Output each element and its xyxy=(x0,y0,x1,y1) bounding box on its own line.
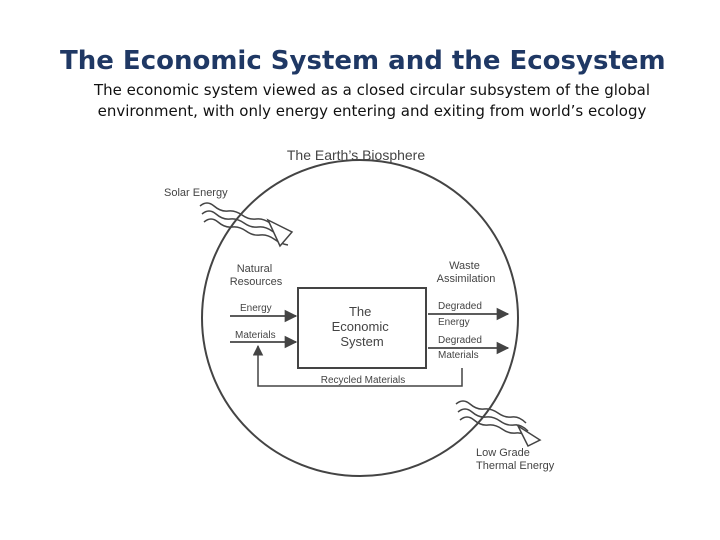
thermal-energy-arrow xyxy=(455,400,542,448)
solar-energy-label: Solar Energy xyxy=(164,187,228,199)
recycled-materials-arrow xyxy=(252,344,463,387)
waste-assimilation-label: Waste Assimilation xyxy=(437,260,496,285)
economic-system-label: The Economic System xyxy=(332,304,393,349)
solar-energy-arrow xyxy=(199,202,294,248)
degraded-energy-label: Degraded Energy xyxy=(438,301,485,328)
economic-system-box xyxy=(297,287,427,369)
biosphere-circle xyxy=(201,159,519,477)
energy-input-label: Energy xyxy=(240,303,272,314)
natural-resources-label: Natural Resources xyxy=(230,263,283,288)
thermal-energy-label: Low Grade Thermal Energy xyxy=(476,447,555,472)
slide-subtitle: The economic system viewed as a closed c… xyxy=(93,81,650,120)
materials-input-label: Materials xyxy=(235,330,276,341)
recycled-materials-label: Recycled Materials xyxy=(321,375,405,386)
degraded-materials-label: Degraded Materials xyxy=(438,335,485,361)
biosphere-label: The Earth’s Biosphere xyxy=(287,147,425,163)
slide-title: The Economic System and the Ecosystem xyxy=(60,46,666,76)
